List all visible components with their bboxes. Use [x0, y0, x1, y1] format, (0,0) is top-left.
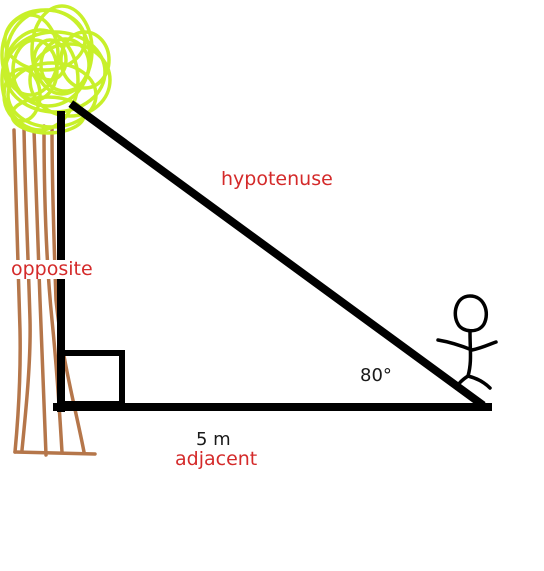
person-icon	[436, 294, 498, 390]
adjacent-length-label: 5 m	[196, 429, 231, 450]
tree-foliage	[0, 4, 112, 135]
hypotenuse-label: hypotenuse	[221, 168, 333, 190]
hypotenuse-side	[68, 100, 486, 409]
angle-label: 80°	[360, 365, 392, 386]
opposite-label: opposite	[9, 258, 95, 280]
tree-icon	[12, 124, 97, 457]
adjacent-label: adjacent	[175, 448, 258, 470]
